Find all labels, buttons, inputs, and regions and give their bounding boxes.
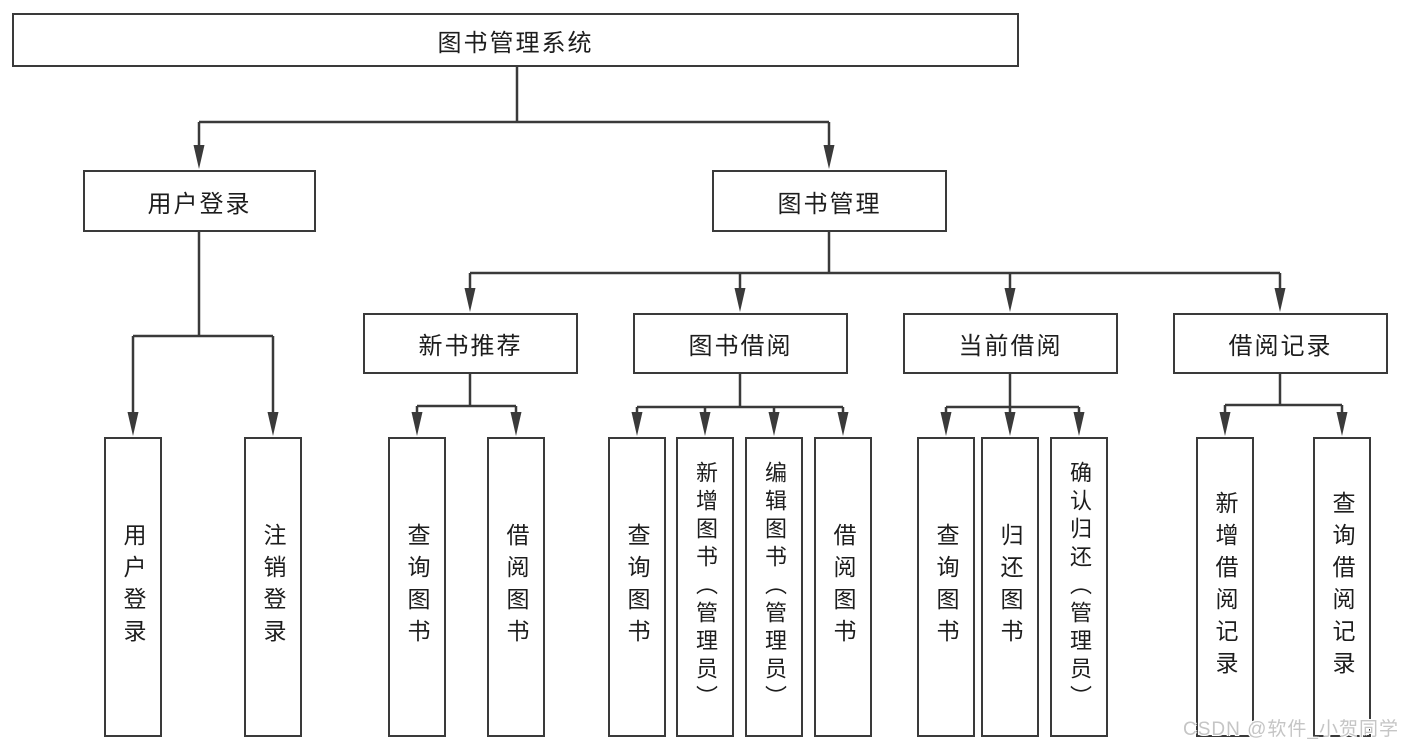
- node-book-borrow: 图书借阅: [633, 313, 848, 374]
- csdn-watermark: CSDN @软件_小贺同学: [1183, 719, 1399, 740]
- node-user-login: 用户登录: [83, 170, 316, 232]
- arrowhead-icon: [127, 412, 139, 436]
- arrowhead-icon: [837, 412, 849, 436]
- node-borrow-record-label: 借阅记录: [1228, 333, 1333, 360]
- arrowhead-icon: [1004, 412, 1016, 436]
- node-leaf-borrow-borrow-books-label: 借阅图书: [830, 523, 856, 651]
- arrowhead-icon: [768, 412, 780, 436]
- arrowhead-icon: [1073, 412, 1085, 436]
- node-root: 图书管理系统: [12, 13, 1019, 67]
- node-leaf-newbook-query-books-label: 查询图书: [404, 523, 430, 651]
- node-new-book-recommend-label: 新书推荐: [418, 333, 523, 360]
- arrowhead-icon: [1336, 412, 1348, 436]
- connector-book-management-children: [468, 232, 1282, 301]
- node-leaf-user-login-label: 用户登录: [120, 523, 146, 651]
- node-leaf-borrow-query-books: 查询图书: [608, 437, 666, 737]
- node-leaf-borrow-add-books-admin: 新增图书（管理员）: [676, 437, 734, 737]
- arrowhead-icon: [411, 412, 423, 436]
- node-leaf-newbook-query-books: 查询图书: [388, 437, 446, 737]
- connector-root-to-level2: [197, 67, 831, 158]
- node-leaf-newbook-borrow-books-label: 借阅图书: [503, 523, 529, 651]
- arrowhead-icon: [1274, 288, 1286, 312]
- node-leaf-record-add-borrow-record-label: 新增借阅记录: [1212, 491, 1238, 683]
- node-leaf-current-confirm-return-admin-label: 确认归还（管理员）: [1067, 461, 1092, 713]
- arrowhead-icon: [699, 412, 711, 436]
- node-leaf-borrow-query-books-label: 查询图书: [624, 523, 650, 651]
- node-user-login-label: 用户登录: [147, 190, 252, 218]
- node-leaf-logout-label: 注销登录: [260, 523, 286, 651]
- arrowhead-icon: [267, 412, 279, 436]
- arrowhead-icon: [734, 288, 746, 312]
- node-root-label: 图书管理系统: [437, 29, 594, 57]
- node-current-borrow: 当前借阅: [903, 313, 1118, 374]
- node-leaf-record-query-borrow-record: 查询借阅记录: [1313, 437, 1371, 737]
- node-leaf-newbook-borrow-books: 借阅图书: [487, 437, 545, 737]
- node-leaf-current-confirm-return-admin: 确认归还（管理员）: [1050, 437, 1108, 737]
- node-leaf-user-login: 用户登录: [104, 437, 162, 737]
- arrowhead-icon: [510, 412, 522, 436]
- arrowhead-icon: [1219, 412, 1231, 436]
- arrowhead-icon: [631, 412, 643, 436]
- arrowhead-icon: [193, 145, 205, 169]
- node-leaf-borrow-add-books-admin-label: 新增图书（管理员）: [693, 461, 718, 713]
- connector-book-borrow-children: [635, 374, 845, 425]
- arrowhead-icon: [940, 412, 952, 436]
- node-leaf-record-add-borrow-record: 新增借阅记录: [1196, 437, 1254, 737]
- node-leaf-borrow-edit-books-admin-label: 编辑图书（管理员）: [762, 461, 787, 713]
- connector-user-login-children: [131, 232, 275, 425]
- node-book-management: 图书管理: [712, 170, 947, 232]
- arrowhead-icon: [464, 288, 476, 312]
- connector-new-book-children: [415, 374, 518, 425]
- node-borrow-record: 借阅记录: [1173, 313, 1388, 374]
- connector-borrow-record-children: [1223, 374, 1344, 425]
- node-new-book-recommend: 新书推荐: [363, 313, 578, 374]
- node-leaf-current-query-books: 查询图书: [917, 437, 975, 737]
- node-book-management-label: 图书管理: [777, 190, 882, 218]
- node-leaf-borrow-borrow-books: 借阅图书: [814, 437, 872, 737]
- node-leaf-record-query-borrow-record-label: 查询借阅记录: [1329, 491, 1355, 683]
- node-leaf-borrow-edit-books-admin: 编辑图书（管理员）: [745, 437, 803, 737]
- node-leaf-current-return-books-label: 归还图书: [997, 523, 1023, 651]
- arrowhead-icon: [1004, 288, 1016, 312]
- node-leaf-current-query-books-label: 查询图书: [933, 523, 959, 651]
- node-current-borrow-label: 当前借阅: [958, 333, 1063, 360]
- node-leaf-logout: 注销登录: [244, 437, 302, 737]
- node-leaf-current-return-books: 归还图书: [981, 437, 1039, 737]
- node-book-borrow-label: 图书借阅: [688, 333, 793, 360]
- arrowhead-icon: [823, 145, 835, 169]
